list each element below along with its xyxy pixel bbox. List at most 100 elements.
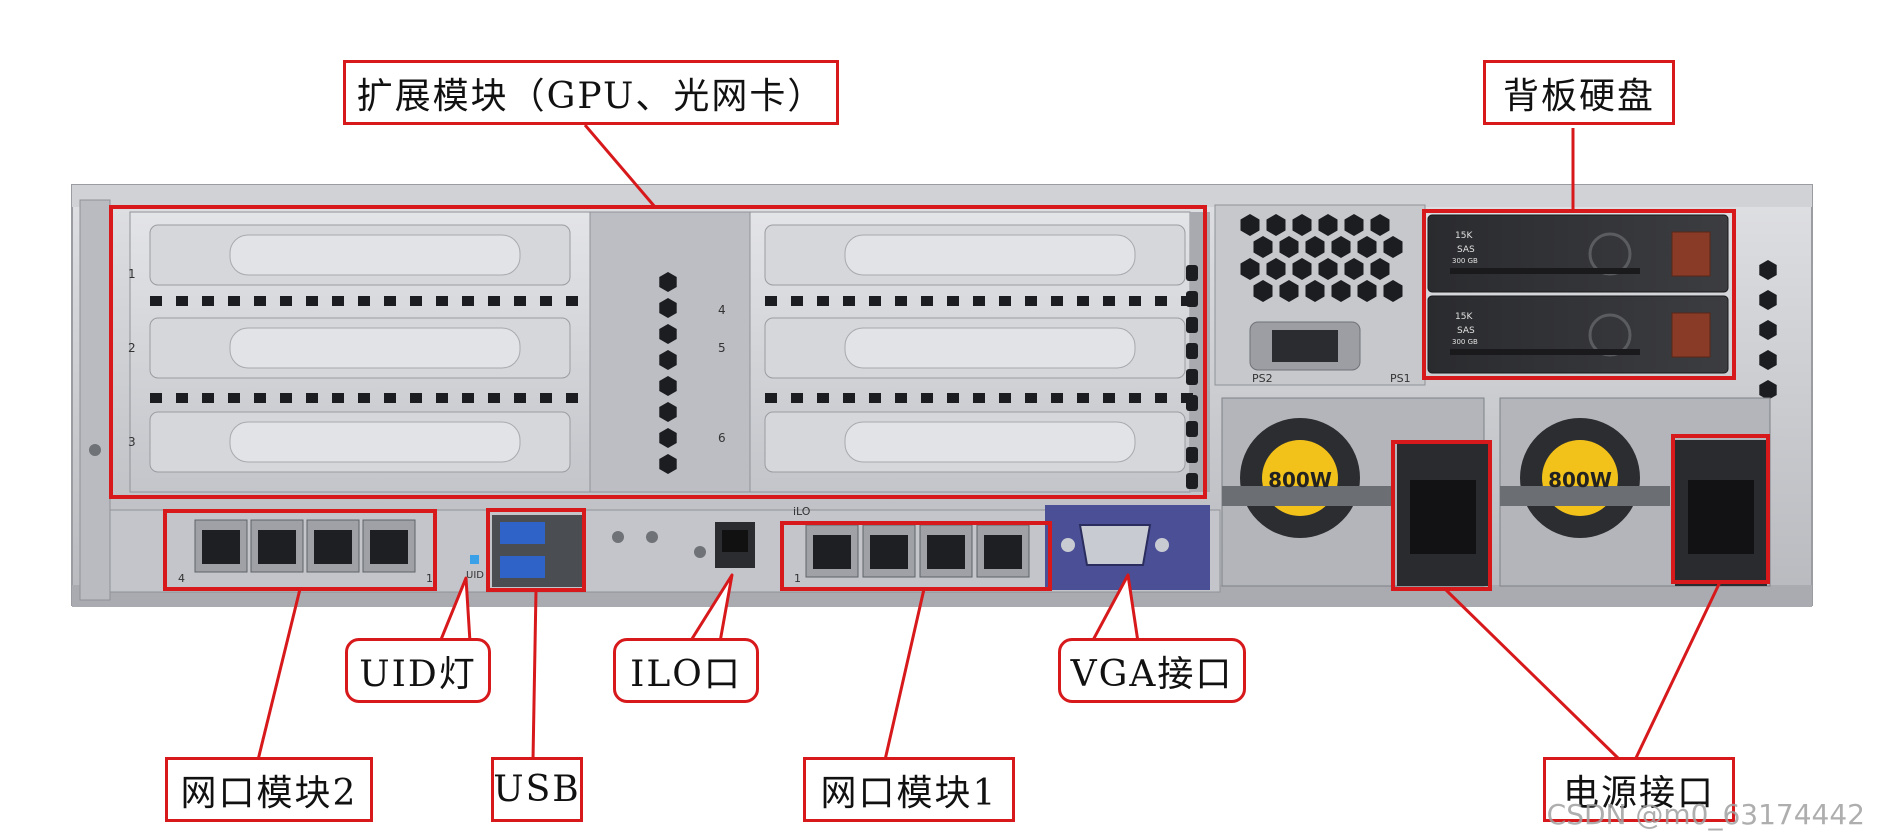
nic1-port-num-left: 1 (794, 572, 801, 585)
grille-hex (1331, 280, 1351, 302)
label-expansion-module-text: 扩展模块（GPU、光网卡） (356, 75, 826, 117)
label-nic-module-1: 网口模块1 (803, 757, 1015, 822)
grille-hex (1318, 258, 1338, 280)
vent-dot (921, 296, 933, 306)
power-supply-1 (1499, 397, 1771, 587)
rj45-socket (314, 530, 352, 564)
label-backplane-drives: 背板硬盘 (1483, 60, 1675, 125)
grille-hex (1240, 258, 1260, 280)
grille-hex (1305, 280, 1325, 302)
backplane-drive-1 (1427, 214, 1729, 293)
vent-dot (488, 393, 500, 403)
vent-dot (332, 393, 344, 403)
vent-dot (843, 393, 855, 403)
psu2-rating: 800W (1268, 468, 1332, 492)
vent-dot (384, 296, 396, 306)
side-vent (1186, 447, 1198, 463)
slot-number-1: 1 (128, 267, 136, 281)
grille-hex (1383, 236, 1403, 258)
hex-vent (659, 402, 677, 422)
vent-dot (1155, 296, 1167, 306)
rj45-socket (813, 535, 851, 569)
rj45-socket (258, 530, 296, 564)
label-backplane-drives-text: 背板硬盘 (1502, 75, 1655, 117)
drive1-type: SAS (1457, 245, 1475, 255)
grille-hex (1266, 214, 1286, 236)
grille-hex (1240, 214, 1260, 236)
box-power-2 (1391, 440, 1492, 591)
vent-dot (791, 393, 803, 403)
rj45-socket (984, 535, 1022, 569)
rj45-socket (870, 535, 908, 569)
backplane-drive-2 (1427, 295, 1729, 374)
vent-dot (280, 393, 292, 403)
label-nic-module-2-text: 网口模块2 (180, 772, 358, 814)
side-vent (1186, 317, 1198, 333)
vent-dot (228, 393, 240, 403)
ear-hex (1759, 380, 1777, 400)
box-expansion (109, 205, 1207, 499)
vent-dot (566, 296, 578, 306)
grille-hex (1344, 214, 1364, 236)
vent-dot (1051, 296, 1063, 306)
grille-hex (1357, 236, 1377, 258)
slot-cover-slot (229, 421, 521, 463)
vent-dot (947, 393, 959, 403)
vent-dot (254, 393, 266, 403)
label-vga-port: VGA接口 (1058, 638, 1246, 703)
vent-dot (973, 393, 985, 403)
slot-cover-slot (844, 327, 1136, 369)
grille-hex (1370, 258, 1390, 280)
vent-dot (566, 393, 578, 403)
side-vent (1186, 473, 1198, 489)
rj45-socket (927, 535, 965, 569)
label-power-connector: 电源接口 (1543, 757, 1735, 822)
ilo-port (715, 522, 755, 568)
vent-dot (358, 393, 370, 403)
grille-hex (1279, 236, 1299, 258)
vent-dot (540, 393, 552, 403)
psu2-marker: PS2 (1252, 372, 1273, 385)
nic2-port-num-left: 4 (178, 572, 185, 585)
vent-dot (1129, 393, 1141, 403)
usb-ports (492, 515, 582, 587)
slot-number-2: 2 (128, 341, 136, 355)
vent-dot (1077, 393, 1089, 403)
vga-port (1045, 505, 1210, 590)
label-nic-module-1-text: 网口模块1 (820, 772, 998, 814)
label-nic-module-2: 网口模块2 (165, 757, 373, 822)
label-vga-port-text: VGA接口 (1070, 653, 1234, 695)
vent-dot (514, 296, 526, 306)
drive2-type: SAS (1457, 326, 1475, 336)
hex-vent (659, 454, 677, 474)
power-supply-2 (1221, 397, 1489, 587)
ear-hex (1759, 350, 1777, 370)
vent-dot (306, 393, 318, 403)
vent-dot (462, 393, 474, 403)
vent-dot (176, 393, 188, 403)
slot-cover-slot (844, 421, 1136, 463)
vent-dot (791, 296, 803, 306)
grille-hex (1292, 214, 1312, 236)
slot-number-5: 5 (718, 341, 726, 355)
grille-hex (1305, 236, 1325, 258)
vent-dot (999, 393, 1011, 403)
vent-dot (843, 296, 855, 306)
hex-vent (659, 324, 677, 344)
vent-dot (514, 393, 526, 403)
grille-hex (1266, 258, 1286, 280)
vent-dot (1077, 296, 1089, 306)
vent-dot (358, 296, 370, 306)
grille-hex (1383, 280, 1403, 302)
vent-dot (202, 393, 214, 403)
slot-cover-slot (229, 234, 521, 276)
label-uid-led: UID灯 (345, 638, 491, 703)
vent-dot (384, 393, 396, 403)
vent-dot (765, 393, 777, 403)
nic-module-1-ports (805, 524, 1030, 578)
uid-tag: UID (466, 570, 484, 581)
vent-dot (540, 296, 552, 306)
drive2-capacity: 15K (1455, 312, 1473, 322)
slot-number-3: 3 (128, 435, 136, 449)
